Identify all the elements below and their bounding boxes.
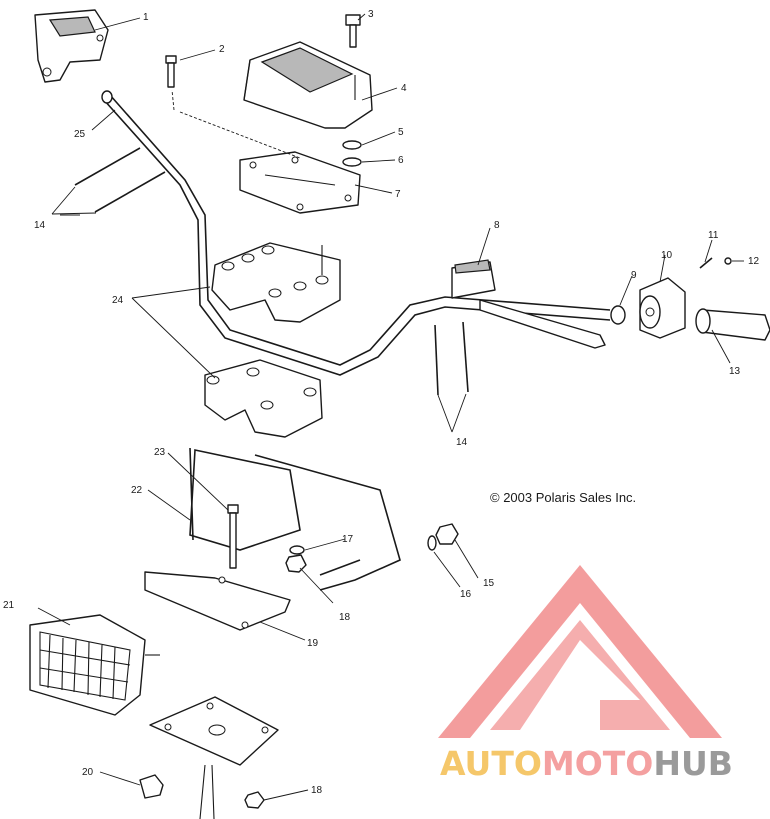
watermark-auto: AUTO [440, 744, 542, 783]
washer-part-6 [342, 157, 362, 167]
callout-4: 4 [401, 83, 407, 94]
washer-part-5 [342, 140, 362, 150]
headlight-bracket-part [144, 571, 291, 631]
washer-part-17 [289, 545, 305, 555]
callout-6: 6 [398, 155, 404, 166]
bolt-part-2 [165, 55, 177, 111]
callout-11: 11 [708, 230, 719, 241]
handlebar-part [101, 90, 611, 376]
callout-21: 21 [3, 600, 15, 611]
callout-7: 7 [395, 189, 401, 200]
leader-lines [37, 13, 744, 801]
mounting-plate-part-7 [179, 111, 361, 214]
copyright-text: © 2003 Polaris Sales Inc. [490, 490, 636, 505]
callout-8: 8 [494, 220, 500, 231]
nut-part-18-upper [285, 554, 307, 573]
callout-13: 13 [729, 366, 741, 377]
screw-part-11 [699, 257, 713, 269]
lower-clamp-part [204, 359, 323, 438]
washer-part-16 [427, 535, 437, 551]
nut-part-15 [435, 523, 459, 545]
callout-2: 2 [219, 44, 225, 55]
throttle-housing-part [639, 277, 686, 339]
watermark-logo [438, 565, 722, 738]
callout-15: 15 [483, 578, 495, 589]
watermark-hub: HUB [653, 744, 733, 783]
watermark-wordmark: AUTOMOTOHUB [440, 744, 733, 783]
callout-22: 22 [131, 485, 143, 496]
nut-part-18-lower [244, 791, 265, 809]
callout-16: 16 [460, 589, 472, 600]
callout-9: 9 [631, 270, 637, 281]
callout-24: 24 [112, 295, 124, 306]
callout-14-right: 14 [456, 437, 468, 448]
callout-10: 10 [661, 250, 673, 261]
callout-17: 17 [342, 534, 354, 545]
callout-1: 1 [143, 12, 149, 23]
callout-19: 19 [307, 638, 319, 649]
callout-20: 20 [82, 767, 94, 778]
grip-part [695, 308, 770, 341]
callout-5: 5 [398, 127, 404, 138]
bracket-frame-part [189, 447, 401, 591]
callout-3: 3 [368, 9, 374, 20]
handlebar-pad-part [243, 41, 373, 129]
cable-ties-part [74, 147, 469, 396]
callout-25: 25 [74, 129, 86, 140]
spacer-part-9 [610, 305, 626, 325]
connector-part [139, 774, 164, 799]
headlight-pod-part [34, 9, 109, 83]
bolt-part-3 [345, 14, 361, 48]
callout-23: 23 [154, 447, 166, 458]
callout-18-upper: 18 [339, 612, 351, 623]
callout-18-lower: 18 [311, 785, 323, 796]
upper-clamp-part [211, 242, 341, 323]
headlight-part [29, 614, 160, 716]
pin-part-12 [724, 257, 732, 265]
callout-12: 12 [748, 256, 760, 267]
brake-lever-part [451, 259, 606, 349]
watermark-moto: MOTO [542, 744, 653, 783]
base-plate-part [149, 696, 279, 819]
callout-14-left: 14 [34, 220, 46, 231]
bolt-part-23 [227, 504, 239, 569]
